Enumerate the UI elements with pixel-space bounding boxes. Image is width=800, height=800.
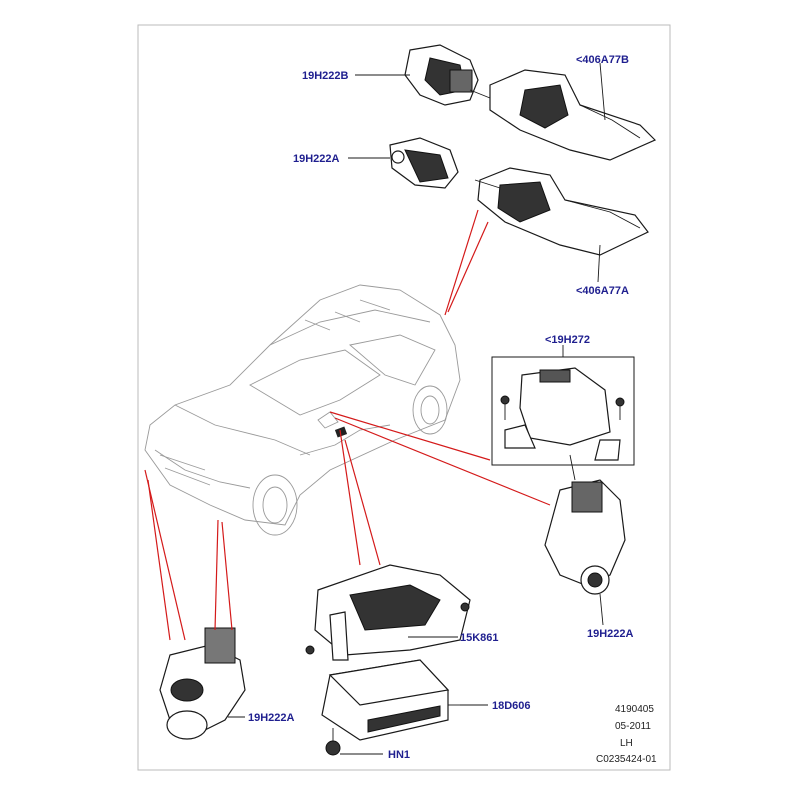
camera-mount-mark: [334, 426, 348, 438]
bracket-15k861: [305, 564, 471, 661]
footer-ref: 4190405: [615, 704, 654, 715]
module-18d606: [321, 659, 460, 741]
camera-19h222b: [404, 44, 491, 106]
red-leader-lines: [144, 209, 551, 641]
diagram-border: [137, 24, 671, 771]
bracket-406a77a: [474, 167, 649, 256]
callout-19h222a-right: 19H222A: [587, 628, 634, 640]
camera-19h222a-right: [544, 454, 626, 595]
callout-19h222a-upper: 19H222A: [293, 153, 340, 165]
callout-hn1: HN1: [388, 749, 410, 761]
bracket-19h272-inset: [491, 356, 635, 466]
bracket-406a77b: [489, 69, 657, 161]
callout-19h222a-front: 19H222A: [248, 712, 295, 724]
callout-406a77a: <406A77A: [576, 285, 629, 297]
callout-18d606: 18D606: [492, 700, 531, 712]
callout-19h222b: 19H222B: [302, 70, 349, 82]
camera-19h222a-front: [159, 627, 246, 740]
callout-leaders: [228, 62, 606, 755]
callout-406a77b: <406A77B: [576, 54, 629, 66]
nut-hn1: [325, 728, 341, 756]
footer-side: LH: [620, 738, 633, 749]
camera-19h222a-upper: [389, 137, 459, 189]
callout-19h272: <19H272: [545, 334, 590, 346]
vehicle-outline: [144, 284, 461, 536]
footer-date: 05-2011: [615, 721, 651, 732]
callout-15k861: 15K861: [460, 632, 499, 644]
footer-code: C0235424-01: [596, 754, 657, 765]
